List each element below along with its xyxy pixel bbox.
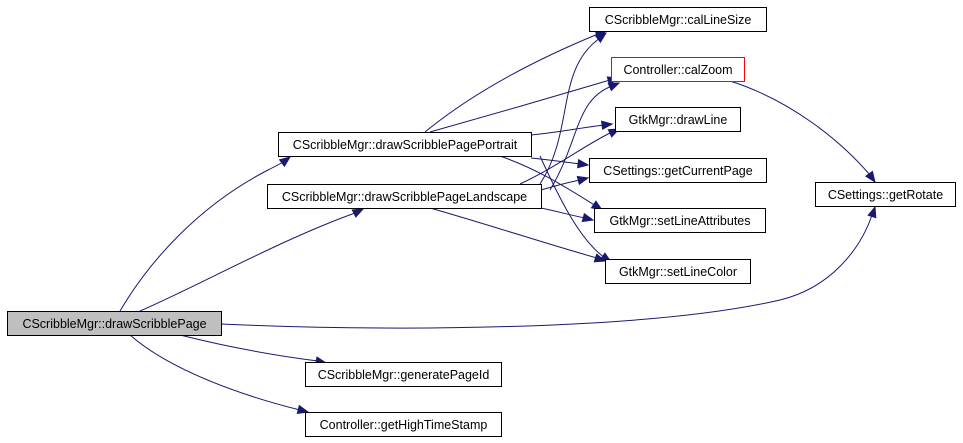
node-label: CScribbleMgr::calLineSize [605, 13, 752, 27]
arrowhead-icon [607, 82, 621, 92]
node-getHighTimeStamp[interactable]: Controller::getHighTimeStamp [305, 412, 502, 437]
node-label: GtkMgr::setLineAttributes [609, 214, 750, 228]
node-label: CScribbleMgr::generatePageId [318, 368, 490, 382]
arrowhead-icon [577, 158, 590, 169]
node-box[interactable] [305, 412, 502, 437]
node-label: CSettings::getCurrentPage [603, 164, 752, 178]
edge-line [540, 179, 581, 191]
arrowhead-icon [867, 205, 877, 219]
node-box[interactable] [305, 362, 502, 387]
arrowhead-icon [581, 212, 595, 223]
node-box[interactable] [605, 259, 751, 284]
edge-line [540, 207, 586, 219]
edge-drawScribblePagePortrait-to-drawLine [530, 120, 614, 136]
node-getCurrentPage[interactable]: CSettings::getCurrentPage [589, 158, 767, 183]
edge-drawScribblePage-to-drawScribblePagePortrait [119, 156, 292, 312]
node-drawScribblePage[interactable]: CScribbleMgr::drawScribblePage [7, 311, 222, 336]
node-calLineSize[interactable]: CScribbleMgr::calLineSize [589, 7, 767, 32]
node-box[interactable] [611, 57, 745, 82]
edge-drawScribblePage-to-getRotate [220, 205, 877, 329]
arrowhead-icon [278, 156, 292, 168]
node-label: GtkMgr::setLineColor [619, 265, 737, 279]
arrowhead-icon [296, 404, 310, 414]
arrowhead-icon [351, 208, 365, 218]
arrowhead-icon [594, 32, 608, 44]
edge-line [539, 37, 601, 185]
edge-line [119, 160, 286, 312]
edge-line [499, 155, 597, 207]
edge-drawScribblePageLandscape-to-setLineColor [429, 207, 607, 263]
arrowhead-icon [865, 170, 876, 184]
edge-drawScribblePage-to-generatePageId [179, 334, 328, 366]
node-setLineAttributes[interactable]: GtkMgr::setLineAttributes [594, 208, 766, 233]
arrowhead-icon [601, 120, 614, 130]
node-box[interactable] [7, 311, 222, 336]
edge-line [424, 33, 599, 133]
edge-line [129, 334, 301, 411]
nodes-layer: CScribbleMgr::drawScribblePageCScribbleM… [7, 7, 956, 437]
edge-drawScribblePageLandscape-to-calLineSize [539, 32, 608, 185]
edge-drawScribblePageLandscape-to-setLineAttributes [540, 207, 595, 223]
node-setLineColor[interactable]: GtkMgr::setLineColor [605, 259, 751, 284]
edge-line [729, 80, 871, 176]
edge-line [530, 124, 605, 136]
edge-drawScribblePagePortrait-to-getCurrentPage [530, 157, 590, 169]
node-drawLine[interactable]: GtkMgr::drawLine [615, 107, 741, 132]
node-getRotate[interactable]: CSettings::getRotate [815, 182, 956, 207]
node-label: GtkMgr::drawLine [629, 113, 728, 127]
edge-line [139, 212, 356, 312]
node-drawScribblePageLandscape[interactable]: CScribbleMgr::drawScribblePageLandscape [267, 184, 542, 209]
edge-line [429, 207, 598, 259]
node-label: CScribbleMgr::drawScribblePageLandscape [282, 190, 527, 204]
edge-drawScribblePagePortrait-to-calZoom [429, 76, 620, 133]
edge-line [549, 85, 613, 191]
node-label: CScribbleMgr::drawScribblePagePortrait [293, 138, 518, 152]
node-box[interactable] [815, 182, 956, 207]
node-box[interactable] [278, 132, 532, 157]
edge-drawScribblePage-to-getHighTimeStamp [129, 334, 310, 414]
node-label: Controller::getHighTimeStamp [320, 418, 488, 432]
edge-line [429, 79, 611, 133]
arrowhead-icon [576, 175, 590, 186]
node-drawScribblePagePortrait[interactable]: CScribbleMgr::drawScribblePagePortrait [278, 132, 532, 157]
edge-calZoom-to-getRotate [729, 80, 876, 184]
edge-drawScribblePageLandscape-to-calZoom [549, 82, 621, 191]
edge-drawScribblePage-to-drawScribblePageLandscape [139, 208, 365, 312]
node-box[interactable] [594, 208, 766, 233]
node-generatePageId[interactable]: CScribbleMgr::generatePageId [305, 362, 502, 387]
node-label: Controller::calZoom [623, 63, 732, 77]
edge-drawScribblePageLandscape-to-getCurrentPage [540, 175, 590, 191]
node-box[interactable] [589, 158, 767, 183]
node-box[interactable] [615, 107, 741, 132]
node-label: CScribbleMgr::drawScribblePage [22, 317, 206, 331]
node-calZoom[interactable]: Controller::calZoom [611, 57, 745, 82]
arrowhead-icon [593, 253, 607, 263]
edge-line [179, 334, 319, 362]
edge-line [220, 214, 873, 329]
edge-line [519, 131, 613, 185]
edge-drawScribblePagePortrait-to-calLineSize [424, 30, 608, 133]
node-label: CSettings::getRotate [828, 188, 943, 202]
node-box[interactable] [589, 7, 767, 32]
edge-line [530, 157, 581, 165]
node-box[interactable] [267, 184, 542, 209]
